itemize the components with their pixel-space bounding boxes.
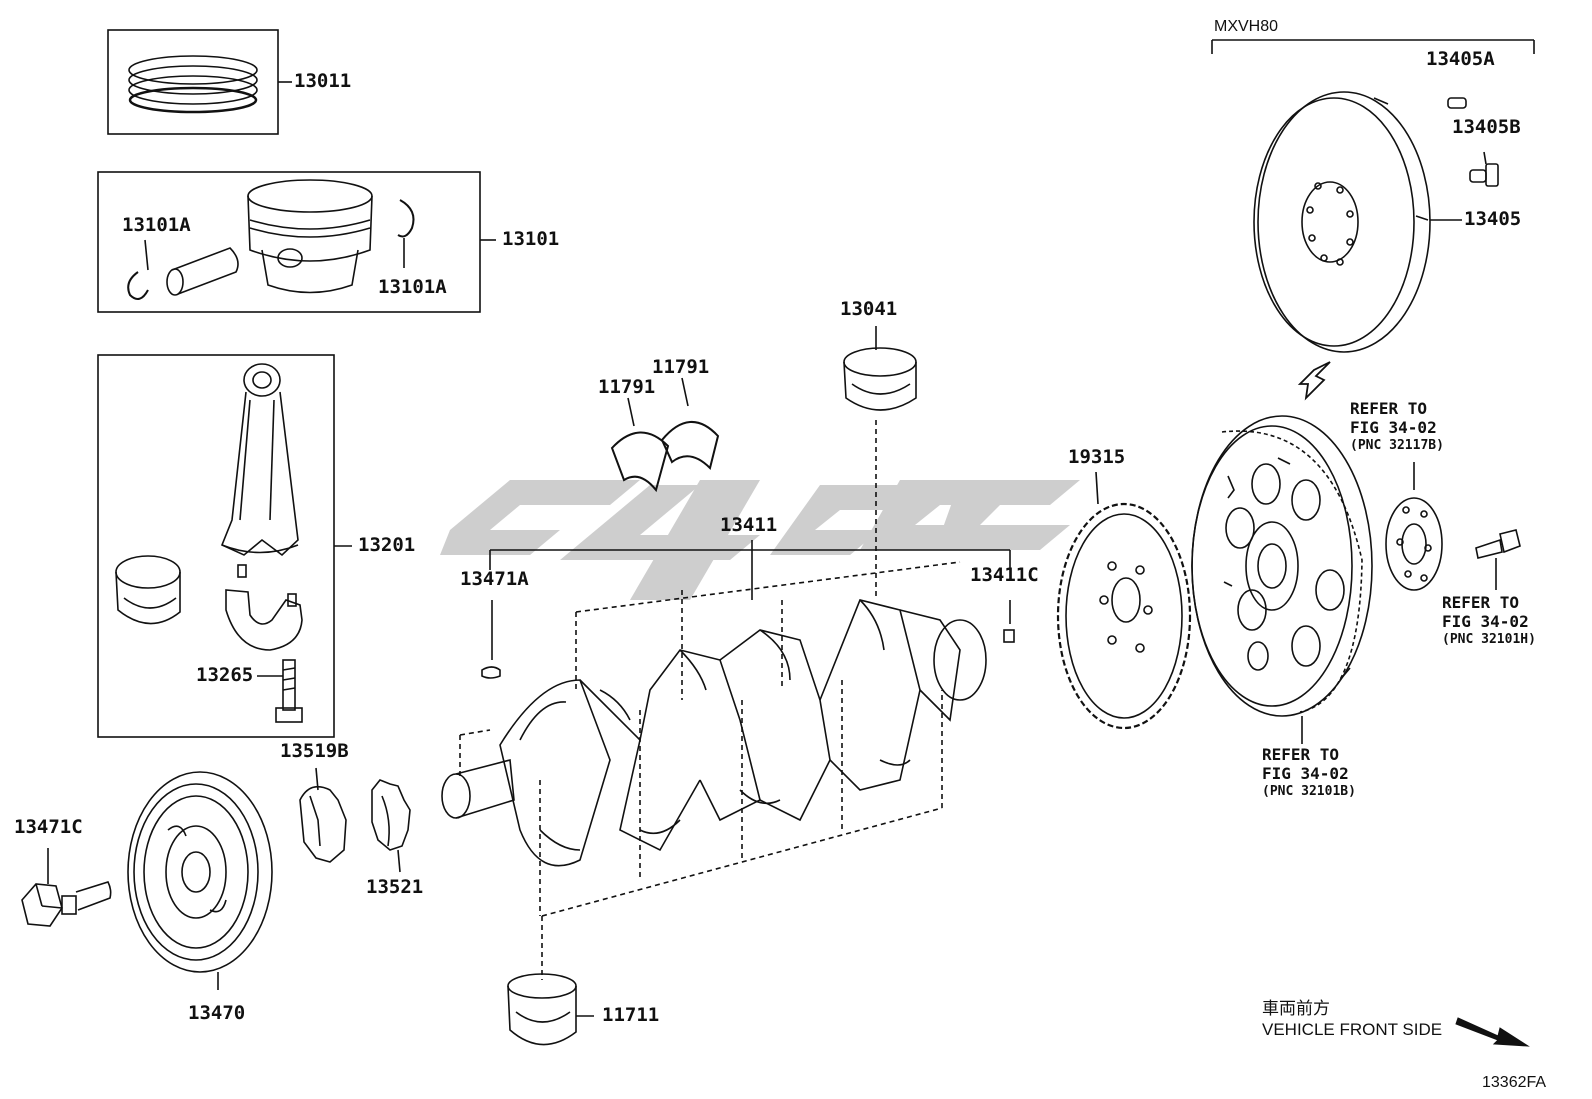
part-label-13519b[interactable]: 13519B	[280, 740, 349, 762]
part-label-11711[interactable]: 11711	[602, 1004, 660, 1026]
snap-ring-left	[127, 271, 149, 300]
main-bearing-lower	[507, 973, 577, 1046]
part-label-13411c[interactable]: 13411C	[970, 564, 1039, 586]
flywheel-bolt	[1469, 163, 1499, 187]
part-label-13470[interactable]: 13470	[188, 1002, 246, 1024]
plate-bolt	[1475, 529, 1521, 559]
part-label-13101a-left[interactable]: 13101A	[122, 214, 191, 236]
direction-arrow	[1297, 361, 1331, 401]
snap-ring-right	[397, 199, 415, 238]
rod-cap	[225, 564, 303, 651]
front-side-jp: 車両前方	[1262, 999, 1330, 1019]
model-bracket	[1211, 39, 1535, 54]
ref-line: REFER TO	[1350, 399, 1428, 418]
model-group-label: MXVH80	[1214, 18, 1279, 35]
main-bearing-upper	[843, 347, 917, 411]
part-label-13471c[interactable]: 13471C	[14, 816, 83, 838]
connecting-rod	[220, 363, 299, 557]
flywheel	[1253, 91, 1431, 353]
reference-note-32117b[interactable]: REFER TO FIG 34-02 (PNC 32117B)	[1350, 399, 1444, 453]
figure-code: 13362FA	[1482, 1074, 1547, 1091]
ref-line: FIG 34-02	[1442, 611, 1529, 631]
piston-ring-box	[107, 29, 279, 135]
piston-box	[97, 171, 481, 313]
ref-pnc: (PNC 32117B)	[1350, 437, 1444, 453]
part-label-13201[interactable]: 13201	[358, 534, 416, 556]
front-side-note: 車両前方 VEHICLE FRONT SIDE	[1262, 999, 1443, 1039]
dowel-pin	[1447, 97, 1467, 109]
reference-note-32101b[interactable]: REFER TO FIG 34-02 (PNC 32101B)	[1262, 745, 1356, 799]
sprocket-13519b	[299, 785, 347, 863]
part-label-13265[interactable]: 13265	[196, 664, 254, 686]
ref-line: REFER TO	[1442, 593, 1520, 612]
thrust-washer-b	[660, 420, 720, 470]
ref-pnc: (PNC 32101H)	[1442, 631, 1536, 647]
ref-line: REFER TO	[1262, 745, 1340, 764]
crankshaft-bracket	[489, 540, 1011, 600]
part-label-13041[interactable]: 13041	[840, 298, 898, 320]
front-side-en: VEHICLE FRONT SIDE	[1262, 1019, 1443, 1039]
part-label-13471a[interactable]: 13471A	[460, 568, 529, 590]
plate-washer	[1385, 497, 1443, 591]
assembly-dashes	[459, 561, 961, 980]
reference-note-32101h[interactable]: REFER TO FIG 34-02 (PNC 32101H)	[1442, 593, 1536, 647]
thrust-washer-a	[610, 431, 670, 493]
watermark-logo	[440, 480, 1080, 600]
crank-pulley	[127, 771, 273, 973]
part-label-13405b[interactable]: 13405B	[1452, 116, 1521, 138]
part-label-11791-b[interactable]: 11791	[652, 356, 710, 378]
part-label-13101a-right[interactable]: 13101A	[378, 276, 447, 298]
part-label-13411[interactable]: 13411	[720, 514, 778, 536]
ref-line: FIG 34-02	[1262, 763, 1349, 783]
part-label-13101[interactable]: 13101	[502, 228, 560, 250]
part-label-13011[interactable]: 13011	[294, 70, 352, 92]
ref-line: FIG 34-02	[1350, 417, 1437, 437]
part-label-13521[interactable]: 13521	[366, 876, 424, 898]
timing-rotor	[1056, 502, 1192, 730]
crank-pin	[1003, 629, 1015, 643]
part-label-19315[interactable]: 19315	[1068, 446, 1126, 468]
part-label-13405a[interactable]: 13405A	[1426, 48, 1495, 70]
piston	[247, 179, 373, 294]
front-side-arrow	[1455, 1017, 1530, 1047]
rod-bearing	[115, 555, 181, 625]
pulley-bolt	[21, 881, 112, 927]
part-label-13405[interactable]: 13405	[1464, 208, 1522, 230]
drive-plate	[1191, 415, 1373, 717]
piston-pin	[166, 247, 239, 296]
piston-ring-set	[128, 55, 258, 114]
ref-pnc: (PNC 32101B)	[1262, 783, 1356, 799]
part-label-11791-a[interactable]: 11791	[598, 376, 656, 398]
sprocket-13521	[371, 779, 411, 851]
crankshaft	[441, 599, 987, 867]
crank-key	[481, 666, 501, 679]
rod-bolt	[275, 659, 303, 723]
